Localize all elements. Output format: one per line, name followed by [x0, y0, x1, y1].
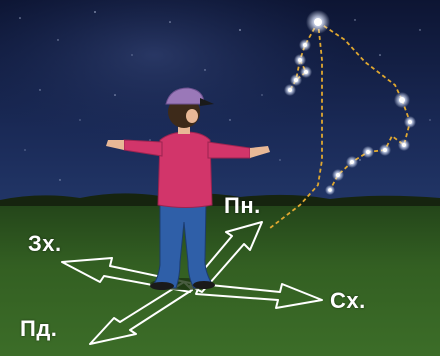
background-stars — [19, 11, 431, 181]
direction-label-east: Сх. — [330, 288, 366, 313]
direction-label-west: Зх. — [28, 231, 62, 256]
pole-star-icon — [314, 18, 322, 26]
constellation-stars — [284, 10, 416, 195]
direction-label-south: Пд. — [20, 316, 58, 341]
boy-figure — [106, 87, 270, 290]
grass-field — [0, 206, 440, 356]
sky-haze — [0, 0, 440, 220]
direction-label-north: Пн. — [224, 193, 261, 218]
